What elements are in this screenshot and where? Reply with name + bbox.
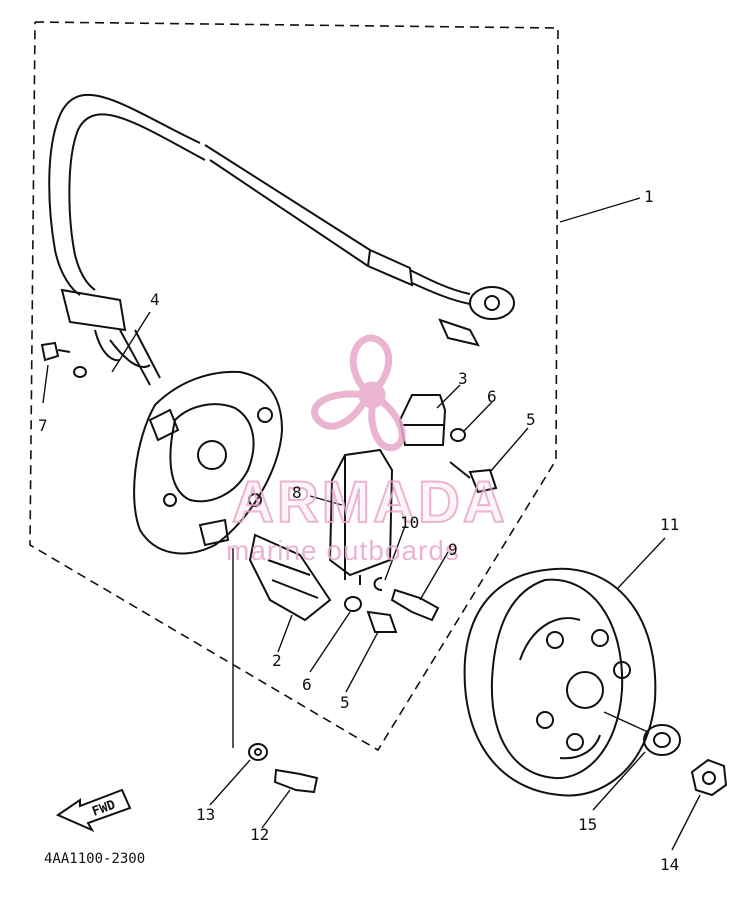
propeller-logo-icon — [311, 334, 406, 452]
callout-14: 14 — [660, 855, 679, 874]
callout-2: 2 — [272, 651, 282, 670]
callout-13: 13 — [196, 805, 215, 824]
callout-6a: 6 — [487, 387, 497, 406]
callout-8: 8 — [292, 483, 302, 502]
wire-harness — [48, 94, 515, 386]
pulser-coil — [248, 533, 332, 622]
armada-watermark: ARMADA marine outboards — [226, 334, 508, 566]
watermark-title: ARMADA — [232, 470, 508, 535]
callout-5a: 5 — [526, 410, 536, 429]
callout-6b: 6 — [302, 675, 312, 694]
fwd-arrow: FWD — [55, 788, 132, 833]
watermark-subtitle: marine outboards — [226, 535, 460, 566]
callout-labels: 1 4 7 3 6 5 8 10 9 2 6 5 11 13 12 15 14 — [38, 187, 679, 874]
leader-lines — [42, 197, 701, 851]
fasteners — [40, 341, 728, 797]
callout-4: 4 — [150, 290, 160, 309]
diagram-code: 4AA1100-2300 — [44, 851, 145, 867]
assembly-dashed-boundary — [29, 21, 559, 752]
stator-plate — [133, 370, 284, 555]
callout-15: 15 — [578, 815, 597, 834]
callout-10: 10 — [400, 513, 419, 532]
callout-11: 11 — [660, 515, 679, 534]
flywheel — [463, 567, 657, 797]
rectifier — [398, 394, 447, 446]
callout-7: 7 — [38, 416, 48, 435]
callout-12: 12 — [250, 825, 269, 844]
callout-5b: 5 — [340, 693, 350, 712]
charge-coil-unit — [328, 448, 394, 585]
callout-9: 9 — [448, 540, 458, 559]
callout-3: 3 — [458, 369, 468, 388]
callout-1: 1 — [644, 187, 654, 206]
